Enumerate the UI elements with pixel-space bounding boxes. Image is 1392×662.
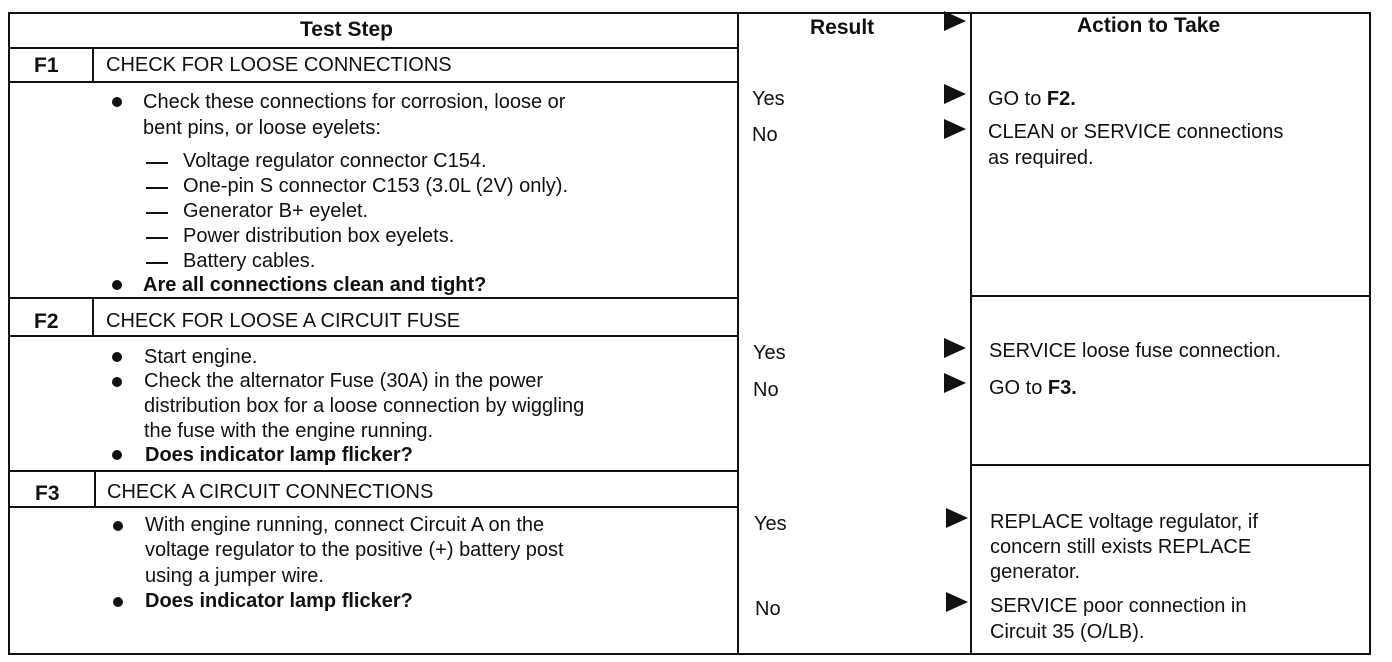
- f1-bullet-1-line1: Check these connections for corrosion, l…: [143, 91, 566, 113]
- f1-dash-item: One-pin S connector C153 (3.0L (2V) only…: [183, 175, 569, 197]
- f2-yes-action: SERVICE loose fuse connection.: [989, 340, 1282, 362]
- f3-yes-arrow-icon: [946, 508, 968, 528]
- f1-no-action-line1: CLEAN or SERVICE connections: [988, 121, 1284, 143]
- f1-question: Are all connections clean and tight?: [143, 274, 487, 296]
- table-border-top: [8, 12, 1371, 14]
- f1-dash-item: Voltage regulator connector C154.: [183, 150, 487, 172]
- step-f2-code: F2: [34, 310, 59, 333]
- f2-title-divider: [8, 335, 738, 337]
- f1-dash-item: Generator B+ eyelet.: [183, 200, 369, 222]
- f3-bullet-1-line2: voltage regulator to the positive (+) ba…: [145, 539, 564, 561]
- column-divider-result-action: [970, 12, 972, 655]
- f2-code-divider: [92, 297, 94, 336]
- f3-title-divider: [8, 506, 738, 508]
- table-border-left: [8, 12, 10, 655]
- f2-bullet-1: Start engine.: [144, 346, 258, 368]
- f3-bullet-1-line3: using a jumper wire.: [145, 565, 324, 587]
- f3-yes-action-line3: generator.: [990, 561, 1081, 583]
- f1-dash-item: Power distribution box eyelets.: [183, 225, 455, 247]
- f1-yes-arrow-icon: [944, 84, 966, 104]
- f1-yes-action-step: F2.: [1046, 88, 1076, 110]
- f2-no-arrow-icon: [944, 373, 966, 393]
- f2-bullet-icon: [112, 377, 122, 387]
- table-border-bottom: [8, 653, 1371, 655]
- f2-yes-arrow-icon: [944, 338, 966, 358]
- f3-question: Does indicator lamp flicker?: [145, 590, 413, 612]
- header-divider: [8, 47, 738, 49]
- column-divider-test-result: [737, 12, 739, 655]
- f3-bullet-icon: [113, 597, 123, 607]
- header-arrow-icon: [944, 11, 966, 31]
- f1-dash-icon: [146, 237, 168, 239]
- f2-f3-divider-left: [8, 470, 738, 472]
- f3-no-arrow-icon: [946, 592, 968, 612]
- f2-bullet-icon: [112, 450, 122, 460]
- f2-result-no: No: [753, 379, 779, 401]
- step-f1-code: F1: [34, 54, 59, 77]
- f2-question: Does indicator lamp flicker?: [145, 444, 413, 466]
- f1-bullet-icon: [112, 280, 122, 290]
- f1-result-yes: Yes: [752, 88, 785, 110]
- f2-bullet-2-line2: distribution box for a loose connection …: [144, 395, 585, 417]
- f3-yes-action-line2: concern still exists REPLACE: [990, 536, 1252, 558]
- f3-code-divider: [94, 470, 96, 507]
- f2-result-yes: Yes: [753, 342, 786, 364]
- f2-f3-divider-right: [970, 464, 1371, 466]
- step-f3-code: F3: [35, 482, 60, 505]
- f3-no-action-line1: SERVICE poor connection in: [990, 595, 1247, 617]
- f1-f2-divider-left: [8, 297, 738, 299]
- step-f2-title: CHECK FOR LOOSE A CIRCUIT FUSE: [106, 310, 461, 332]
- f1-result-no: No: [752, 124, 778, 146]
- f1-code-divider: [92, 47, 94, 82]
- f3-result-no: No: [755, 598, 781, 620]
- f1-yes-action-text: GO to: [988, 88, 1042, 110]
- f1-dash-icon: [146, 187, 168, 189]
- header-test-step: Test Step: [300, 18, 393, 41]
- f1-dash-icon: [146, 162, 168, 164]
- f3-bullet-1-line1: With engine running, connect Circuit A o…: [145, 514, 545, 536]
- header-action: Action to Take: [1077, 14, 1221, 37]
- f2-no-action-text: GO to: [989, 377, 1043, 399]
- f1-dash-item: Battery cables.: [183, 250, 316, 272]
- f1-dash-icon: [146, 262, 168, 264]
- f1-yes-action: GO to F2.: [988, 86, 1076, 112]
- f1-bullet-icon: [112, 97, 122, 107]
- step-f3-title: CHECK A CIRCUIT CONNECTIONS: [107, 481, 434, 503]
- f2-no-action-step: F3.: [1047, 377, 1077, 399]
- f1-dash-icon: [146, 212, 168, 214]
- f1-no-action-line2: as required.: [988, 147, 1094, 169]
- f3-result-yes: Yes: [754, 513, 787, 535]
- f3-bullet-icon: [113, 521, 123, 531]
- f1-title-divider: [8, 81, 738, 83]
- f2-no-action: GO to F3.: [989, 375, 1077, 401]
- f1-f2-divider-right: [970, 295, 1371, 297]
- f1-bullet-1-line2: bent pins, or loose eyelets:: [143, 117, 381, 139]
- f3-yes-action-line1: REPLACE voltage regulator, if: [990, 511, 1258, 533]
- f1-no-arrow-icon: [944, 119, 966, 139]
- f2-bullet-2-line1: Check the alternator Fuse (30A) in the p…: [144, 370, 544, 392]
- f3-no-action-line2: Circuit 35 (O/LB).: [990, 621, 1145, 643]
- table-border-right: [1369, 12, 1371, 655]
- f2-bullet-2-line3: the fuse with the engine running.: [144, 420, 434, 442]
- f2-bullet-icon: [112, 352, 122, 362]
- step-f1-title: CHECK FOR LOOSE CONNECTIONS: [106, 54, 452, 76]
- header-result: Result: [810, 16, 875, 39]
